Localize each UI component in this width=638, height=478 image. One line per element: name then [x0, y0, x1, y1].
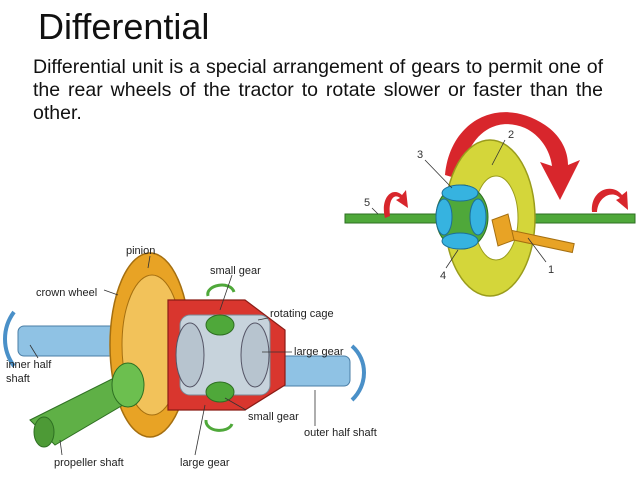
slide-description: Differential unit is a special arrangeme… — [33, 56, 603, 124]
label-propeller-shaft: propeller shaft — [54, 457, 124, 469]
rotation-arrow-large — [445, 112, 580, 200]
label-number-1: 1 — [548, 264, 554, 276]
small-gear-bottom-shape — [205, 381, 235, 403]
rotation-arrow-left — [383, 190, 408, 218]
rotation-arrow-outer — [350, 344, 366, 402]
pinion-gear — [491, 213, 515, 247]
label-small-gear-bottom: small gear — [248, 411, 299, 423]
rotation-arrow-small-gear-top — [206, 283, 236, 297]
label-crown-wheel: crown wheel — [36, 287, 97, 299]
label-inner-half-shaft-line1: inner half — [6, 359, 52, 371]
label-small-gear-top: small gear — [210, 265, 261, 277]
label-number-4: 4 — [440, 270, 446, 282]
slide-title: Differential — [38, 6, 210, 47]
planet-gear-right — [469, 198, 487, 236]
label-large-gear-right: large gear — [294, 346, 344, 358]
label-inner-half-shaft-line2: shaft — [6, 373, 30, 385]
large-gear-left — [175, 322, 205, 388]
planet-gear-left — [435, 198, 453, 236]
rotation-arrow-small-gear-bottom — [204, 419, 234, 432]
rotation-arrow-inner — [3, 310, 16, 368]
label-large-gear-bottom: large gear — [180, 457, 230, 469]
label-number-3: 3 — [417, 149, 423, 161]
label-pinion: pinion — [126, 245, 155, 257]
propeller-shaft-end — [33, 416, 55, 448]
label-number-2: 2 — [508, 129, 514, 141]
label-rotating-cage: rotating cage — [270, 308, 334, 320]
small-gear-top-shape — [205, 314, 235, 336]
large-gear-right-shape — [240, 322, 270, 388]
label-number-5: 5 — [364, 197, 370, 209]
pinion-shape — [111, 362, 145, 408]
label-outer-half-shaft: outer half shaft — [304, 427, 377, 439]
rotation-arrow-right — [591, 188, 628, 212]
planet-gear-top — [441, 184, 479, 202]
planet-gear-bottom — [441, 232, 479, 250]
